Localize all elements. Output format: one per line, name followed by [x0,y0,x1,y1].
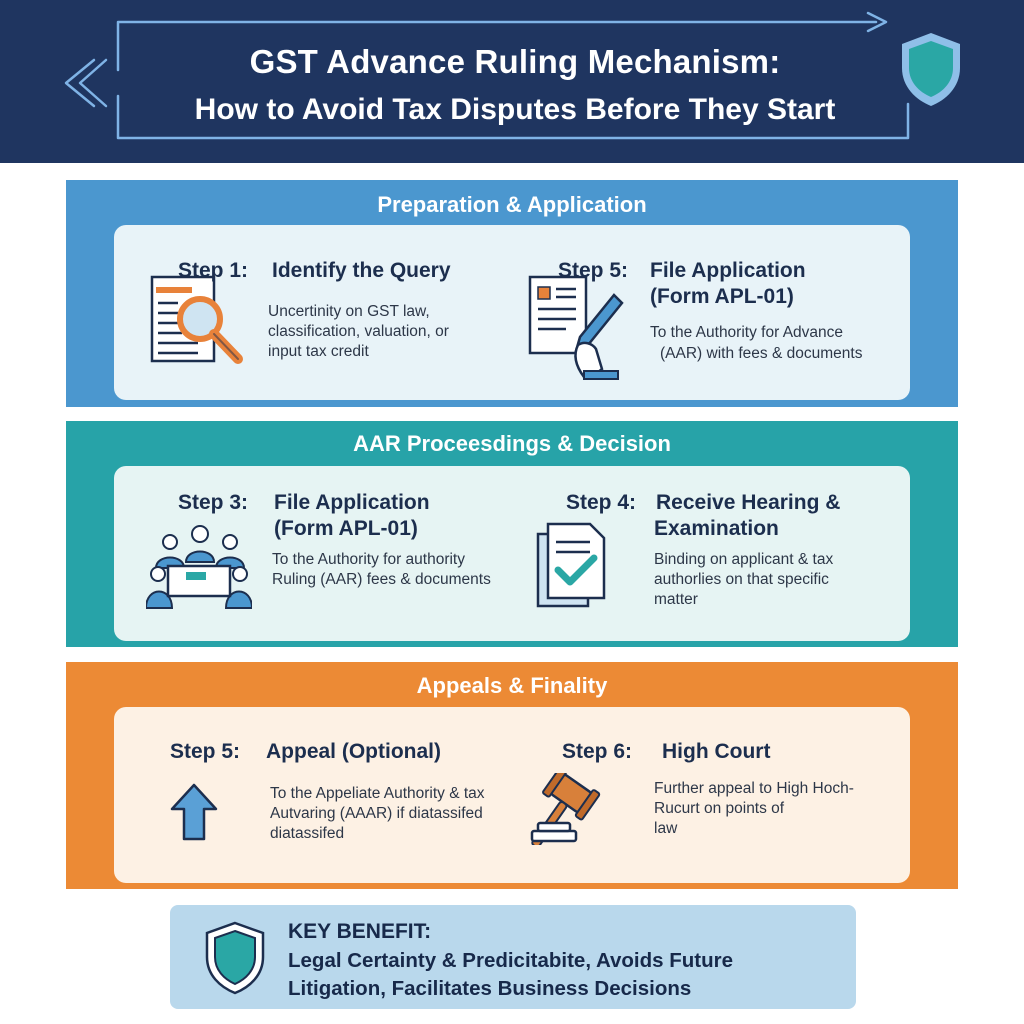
step-1-title: Step 1:Identify the Query [178,259,451,282]
step-4-title: Step 4:Receive Hearing & Examination [566,491,841,540]
header-banner: GST Advance Ruling Mechanism: How to Avo… [0,0,1024,163]
up-arrow-icon [170,783,218,841]
step-4-description: Binding on applicant & tax authorlies on… [654,551,834,608]
section-title: AAR Proceesdings & Decision [353,431,671,456]
step-3-title: Step 3:File Application (Form APL-01) [178,491,430,540]
gavel-icon [530,773,601,845]
form-pen-icon [528,275,624,380]
step-1-description: Uncertinity on GST law, classification, … [268,303,449,360]
page-title: GST Advance Ruling Mechanism: How to Avo… [100,38,930,134]
step-file-application-title: Step 5:File Application (Form APL-01) [558,259,806,308]
step-6-description: Further appeal to High Hoch- Rucurt on p… [654,780,854,837]
section-preparation: Preparation & Application Step 1:Identif… [66,180,958,407]
key-benefit-box: KEY BENEFIT: Legal Certainty & Predicita… [170,905,856,1009]
step-3-description: To the Authority for authority Ruling (A… [272,551,491,588]
header-arrow-frame [64,11,910,140]
section-title: Appeals & Finality [416,673,608,698]
step-5-appeal-description: To the Appeliate Authority & tax Autvari… [270,785,485,842]
title-line-2: How to Avoid Tax Disputes Before They St… [194,93,836,126]
shield-icon [205,921,265,995]
shield-icon [902,33,960,106]
step-file-application-description: To the Authority for Advance (AAR) with … [650,324,863,362]
key-benefit-label: KEY BENEFIT: [288,920,432,943]
section-title: Preparation & Application [377,192,647,217]
title-line-1: GST Advance Ruling Mechanism: [249,43,781,80]
step-5-appeal-title: Step 5:Appeal (Optional) [170,740,441,763]
magnifier-document-icon [150,275,243,364]
section-card: Step 5:Appeal (Optional) To the Appeliat… [114,707,910,883]
meeting-table-icon [146,525,252,609]
section-aar-proceedings: AAR Proceesdings & Decision Step 3:File … [66,421,958,647]
key-benefit-text: Legal Certainty & Predicitabite, Avoids … [288,949,734,1000]
step-6-title: Step 6:High Court [562,740,771,763]
checked-document-icon [536,522,606,608]
section-card: Step 1:Identify the Query Uncertinity on… [114,225,910,400]
section-appeals: Appeals & Finality Step 5:Appeal (Option… [66,662,958,889]
section-card: Step 3:File Application (Form APL-01) To… [114,466,910,641]
